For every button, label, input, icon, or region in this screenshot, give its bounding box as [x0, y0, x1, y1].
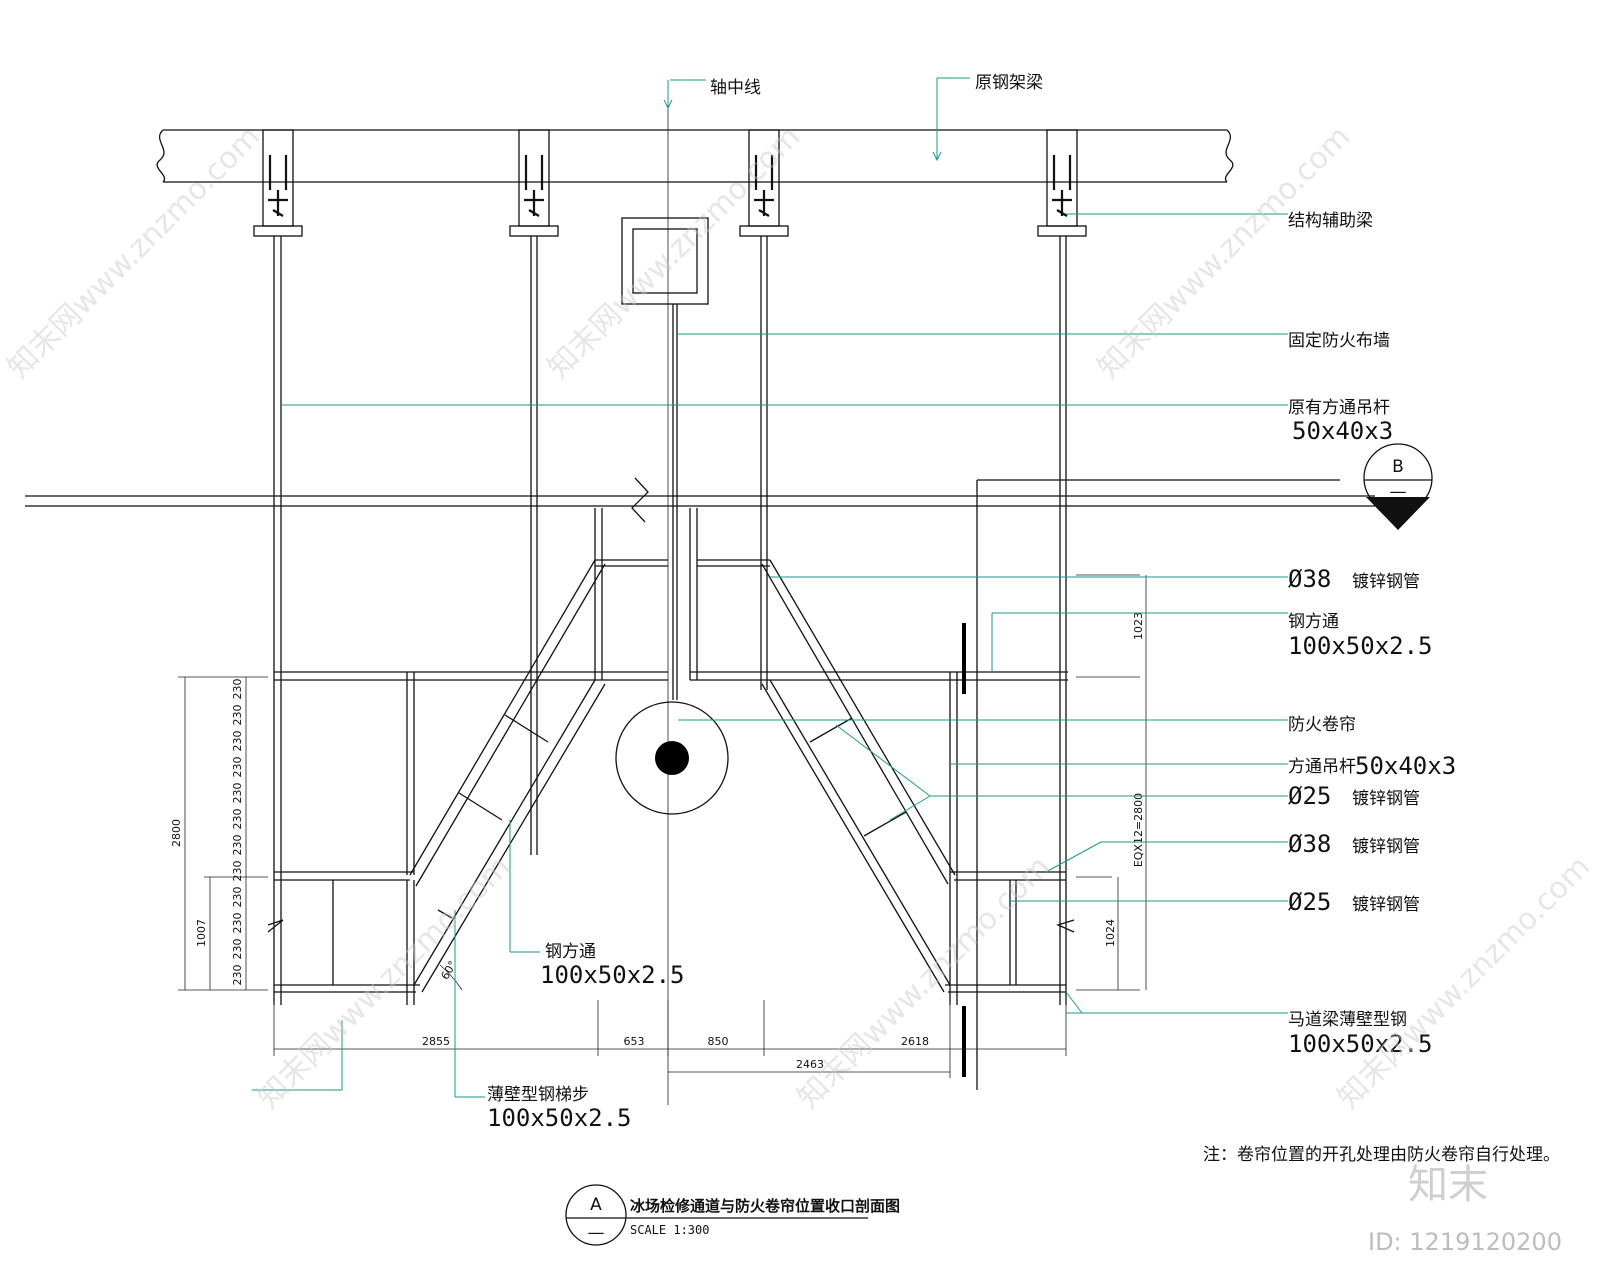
section-mark-b-top: B [1392, 457, 1404, 477]
hanger-rods [267, 236, 1075, 1005]
drawing-title: 冰场检修通道与防火卷帘位置收口剖面图 [630, 1197, 900, 1215]
dim-step-7: 230 [231, 809, 244, 830]
label-steel-tube: 钢方通 [1288, 612, 1339, 632]
title-mark-top: A [590, 1195, 602, 1215]
dim-step-5: 230 [231, 861, 244, 882]
dim-bottom-b: 653 [624, 1035, 645, 1048]
label-catwalk-beam-spec: 100x50x2.5 [1288, 1030, 1433, 1058]
label-fixed-fire-wall: 固定防火布墙 [1288, 331, 1390, 351]
beam-clamps [253, 129, 1087, 237]
brand-logo: 知末 [1408, 1162, 1488, 1208]
dim-step-4: 230 [231, 887, 244, 908]
label-hanger: 方通吊杆 [1288, 757, 1356, 777]
label-pipe25-b-dia: Ø25 [1288, 888, 1331, 916]
catwalk-left [274, 508, 668, 1005]
label-catwalk-beam: 马道梁薄壁型钢 [1288, 1010, 1407, 1030]
section-mark-b: B — [1363, 443, 1433, 530]
watermark-6: 知末网www.znzmo.com [1331, 849, 1597, 1115]
dim-bottom-e: 2463 [796, 1058, 824, 1071]
leader-lines [252, 77, 1288, 1098]
label-orig-hanger-spec: 50x40x3 [1292, 417, 1393, 445]
label-steel-tube-spec: 100x50x2.5 [1288, 632, 1433, 660]
dim-bottom-d: 2618 [901, 1035, 929, 1048]
label-pipe38-b-dia: Ø38 [1288, 830, 1331, 858]
dim-bottom-c: 850 [708, 1035, 729, 1048]
section-mark-b-bottom: — [1390, 482, 1407, 502]
dim-angle: 60° [438, 959, 459, 982]
dim-step-6: 230 [231, 835, 244, 856]
heavy-marks [962, 480, 978, 1090]
dim-left-lower: 1007 [195, 919, 208, 947]
label-original-truss-beam: 原钢架梁 [975, 73, 1043, 93]
label-left-tube: 钢方通 [545, 942, 596, 962]
label-aux-beam: 结构辅助梁 [1288, 211, 1373, 231]
title-block: A — 冰场检修通道与防火卷帘位置收口剖面图 SCALE 1:300 [565, 1184, 900, 1246]
label-pipe38-a-dia: Ø38 [1288, 565, 1331, 593]
dimensions [178, 574, 1147, 1078]
drawing-scale: SCALE 1:300 [630, 1223, 709, 1237]
catwalk-right [689, 508, 1068, 1005]
label-step-spec: 100x50x2.5 [487, 1104, 632, 1132]
dim-bottom-a: 2855 [422, 1035, 450, 1048]
label-orig-hanger: 原有方通吊杆 [1288, 398, 1390, 418]
dim-step-11: 230 [231, 705, 244, 726]
steel-truss-beam [156, 129, 1234, 183]
label-pipe25-a-dia: Ø25 [1288, 782, 1331, 810]
label-step: 薄壁型钢梯步 [487, 1085, 589, 1105]
label-hanger-spec: 50x40x3 [1355, 752, 1456, 780]
dim-step-2: 230 [231, 939, 244, 960]
label-left-tube-spec: 100x50x2.5 [540, 961, 685, 989]
dim-right-eq: EQX12=2800 [1132, 793, 1145, 867]
dim-step-12: 230 [231, 679, 244, 700]
dim-step-8: 230 [231, 783, 244, 804]
label-pipe25-b-text: 镀锌钢管 [1352, 895, 1420, 915]
watermark-4: 知末网www.znzmo.com [251, 849, 517, 1115]
watermark-1: 知末网www.znzmo.com [1, 119, 267, 385]
watermark-5: 知末网www.znzmo.com [791, 849, 1057, 1115]
label-fire-shutter: 防火卷帘 [1288, 715, 1356, 735]
label-pipe38-b-text: 镀锌钢管 [1352, 837, 1420, 857]
dim-step-9: 230 [231, 757, 244, 778]
dim-step-10: 230 [231, 731, 244, 752]
title-mark-bottom: — [588, 1223, 605, 1243]
fire-shutter-roll [615, 701, 729, 815]
step-dims: 230 230 230 230 230 230 230 230 230 230 … [231, 679, 244, 986]
label-axis-centerline: 轴中线 [710, 78, 761, 98]
dim-step-1: 230 [231, 965, 244, 986]
dim-step-3: 230 [231, 913, 244, 934]
dim-right-lower: 1024 [1104, 919, 1117, 947]
ceiling-line [25, 477, 1375, 523]
label-pipe38-a-text: 镀锌钢管 [1352, 572, 1420, 592]
image-id: ID: 1219120200 [1368, 1228, 1562, 1256]
note: 注：卷帘位置的开孔处理由防火卷帘自行处理。 [1203, 1145, 1560, 1165]
dim-left-total: 2800 [170, 819, 183, 847]
dim-right-upper: 1023 [1132, 612, 1145, 640]
label-pipe25-a-text: 镀锌钢管 [1352, 789, 1420, 809]
fixed-fire-wall [621, 217, 709, 700]
